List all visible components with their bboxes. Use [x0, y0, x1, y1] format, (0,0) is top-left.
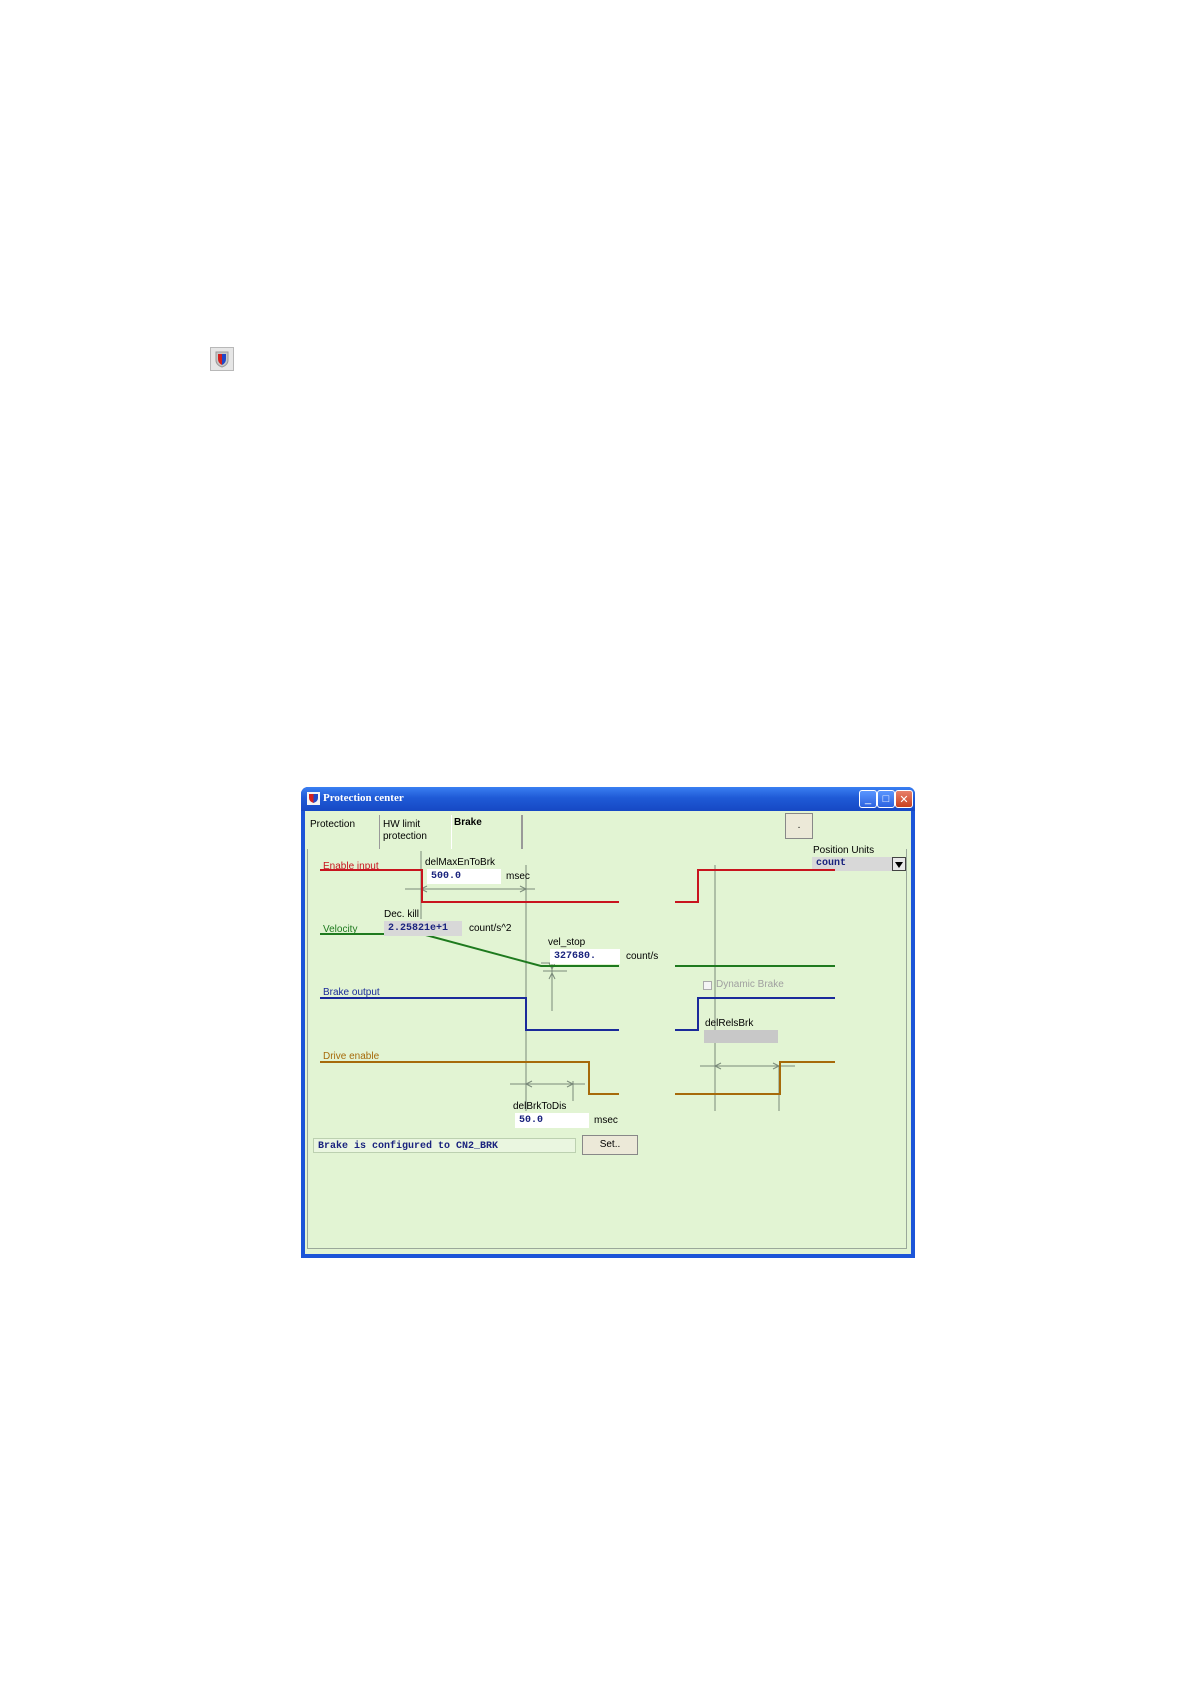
del-max-en-to-brk-label: delMaxEnToBrk	[425, 857, 495, 868]
vel-stop-unit: count/s	[626, 951, 658, 962]
minimize-icon: _	[865, 793, 871, 805]
del-rels-brk-label: delRelsBrk	[705, 1018, 753, 1029]
brake-panel: Protection HW limit protection Brake . P…	[305, 811, 911, 1254]
brake-output-label: Brake output	[323, 987, 380, 998]
drive-enable-label: Drive enable	[323, 1051, 379, 1062]
dec-kill-field[interactable]: 2.25821e+1	[384, 921, 462, 936]
brake-output-trace-release	[675, 998, 835, 1030]
brake-output-trace-engage	[320, 998, 619, 1030]
dynamic-brake-checkbox[interactable]	[703, 981, 712, 990]
enable-input-trace-enable	[675, 870, 835, 902]
vel-stop-label: vel_stop	[548, 937, 585, 948]
del-max-en-to-brk-unit: msec	[506, 871, 530, 882]
dec-kill-label: Dec. kill	[384, 909, 419, 920]
set-button[interactable]: Set..	[582, 1135, 638, 1155]
del-brk-to-dis-unit: msec	[594, 1115, 618, 1126]
minimize-button[interactable]: _	[859, 790, 877, 808]
drive-enable-trace-enable	[675, 1062, 835, 1094]
drive-enable-trace-disable	[320, 1062, 619, 1094]
maximize-icon: □	[883, 793, 890, 805]
enable-input-label: Enable input	[323, 861, 379, 872]
app-icon	[307, 792, 320, 805]
dynamic-brake-label: Dynamic Brake	[716, 979, 784, 990]
window-title: Protection center	[323, 792, 404, 804]
maximize-button[interactable]: □	[877, 790, 895, 808]
del-brk-to-dis-field[interactable]: 50.0	[515, 1113, 589, 1128]
del-brk-to-dis-label: delBrkToDis	[513, 1101, 566, 1112]
velocity-label: Velocity	[323, 924, 357, 935]
vel-stop-field[interactable]: 327680.	[550, 949, 620, 964]
title-bar[interactable]: Protection center _ □ ✕	[301, 787, 915, 811]
dec-kill-unit: count/s^2	[469, 923, 512, 934]
brake-config-status: Brake is configured to CN2_BRK	[313, 1138, 576, 1153]
protection-center-window: Protection center _ □ ✕ Protection HW li…	[301, 787, 915, 1258]
del-max-en-to-brk-field[interactable]: 500.0	[427, 869, 501, 884]
close-button[interactable]: ✕	[895, 790, 913, 808]
protection-center-icon	[210, 347, 234, 371]
del-rels-brk-field[interactable]	[704, 1030, 778, 1043]
close-icon: ✕	[899, 793, 908, 806]
brake-timing-diagram	[305, 811, 911, 1254]
